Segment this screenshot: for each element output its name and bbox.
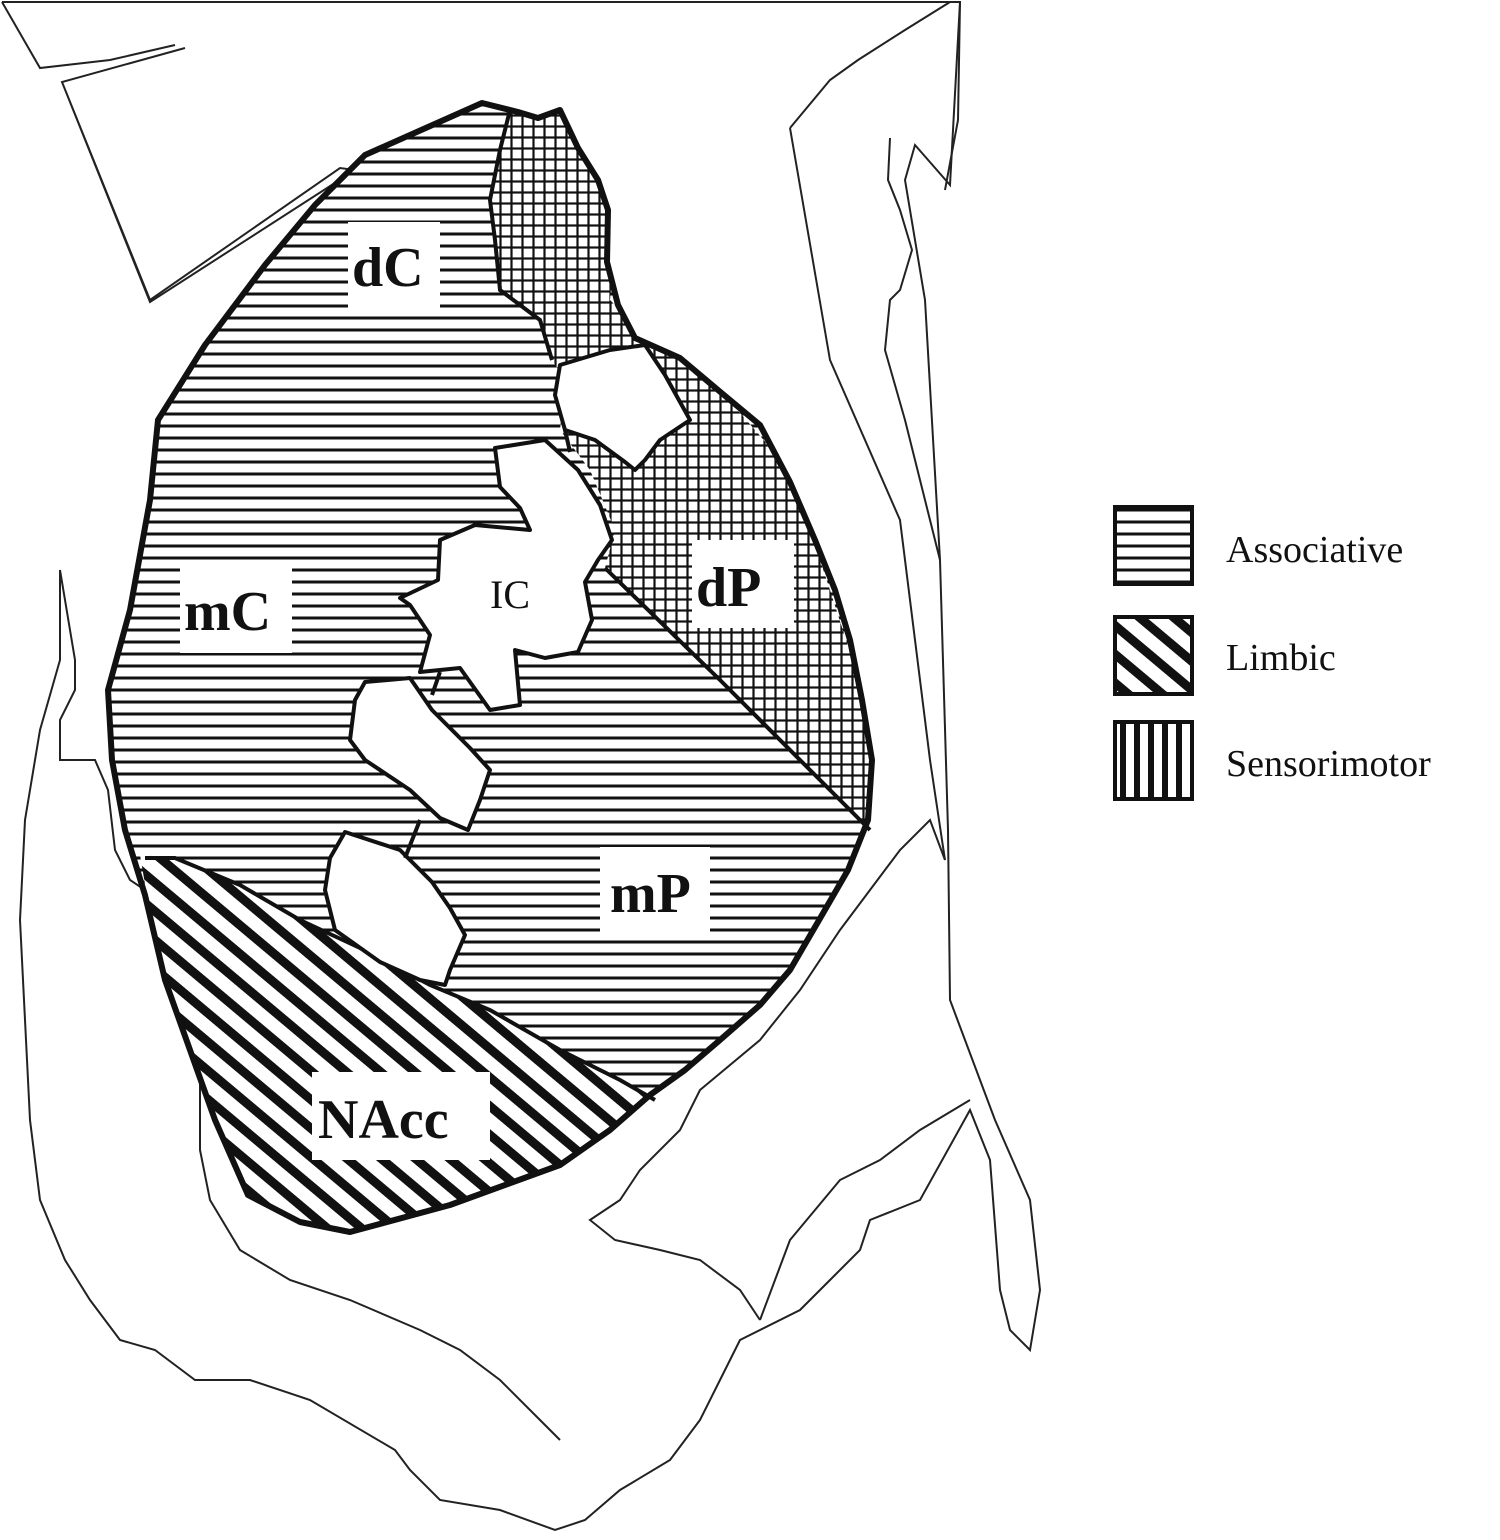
label-bg-dc [348,222,440,310]
nacc-region [140,855,655,1232]
label-bg-mc [180,565,292,653]
internal-capsule-bundles [323,343,692,987]
label-bg-mp [600,847,710,935]
legend: Associative Limbic Sensorimotor [1113,505,1431,801]
capsule-bridge-2 [563,429,572,453]
label-bg-nacc [312,1072,490,1160]
legend-label-associative: Associative [1226,529,1403,571]
legend-item-limbic: Limbic [1113,615,1336,696]
striatum-outline [105,100,875,1235]
capsule-bundle-2 [398,438,614,712]
region-labels: dC mC dP mP NAcc IC [180,222,794,1160]
label-dc: dC [352,237,424,299]
capsule-bundle-3 [348,676,492,832]
label-dp: dP [696,557,761,619]
capsule-bundle-4 [323,830,467,987]
label-ic: IC [490,572,530,617]
legend-label-sensorimotor: Sensorimotor [1226,743,1431,785]
capsule-bridge-1 [403,819,422,859]
label-mc: mC [184,581,271,643]
dorsal-putamen-region [490,105,872,830]
legend-swatch-associative [1113,505,1194,586]
legend-swatch-limbic [1113,615,1194,696]
label-mp: mP [610,863,691,925]
legend-label-limbic: Limbic [1226,637,1336,679]
legend-item-associative: Associative [1113,505,1403,586]
label-bg-dp [692,540,794,628]
label-nacc: NAcc [318,1089,449,1151]
legend-swatch-sensorimotor [1113,720,1194,801]
capsule-bridge-3 [430,671,442,696]
legend-item-sensorimotor: Sensorimotor [1113,720,1431,801]
